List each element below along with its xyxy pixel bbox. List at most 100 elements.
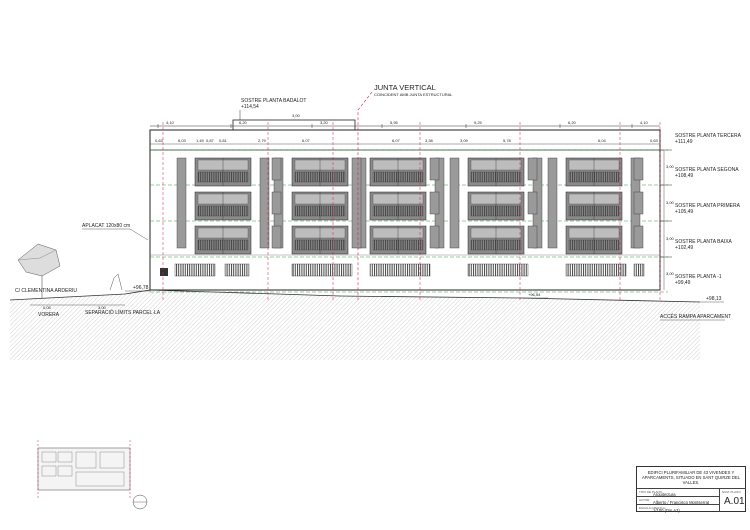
level-0-label: SOSTRE PLANTA BAIXA: [675, 239, 733, 245]
sub-dimension-label: 0,87: [206, 138, 215, 143]
narrow-opening: [633, 157, 644, 181]
sub-dimension-label: 3,09: [460, 138, 469, 143]
vertical-dimension-label: 3,00: [666, 271, 675, 276]
narrow-opening: [527, 191, 538, 215]
vertical-dimension-label: 3,00: [666, 164, 675, 169]
side-panel: [547, 157, 558, 249]
level-0-value: +102,49: [675, 245, 693, 251]
narrow-opening: [271, 225, 282, 249]
plaque-sculpture: [17, 243, 123, 298]
level-2-value: +108,49: [675, 173, 693, 179]
basement-door: [160, 268, 168, 276]
plan-type-value: Arquitectura: [653, 491, 676, 497]
key-plan: [37, 440, 148, 510]
roof-level-value: +114,54: [241, 104, 259, 110]
roof-level-label: SOSTRE PLANTA BADALOT: [241, 98, 306, 104]
narrow-opening: [527, 157, 538, 181]
level-1-value: +105,49: [675, 209, 693, 215]
sub-dimension-label: 6,04: [598, 138, 607, 143]
plan-type-row: TIPO DE PLANO Arquitectura: [637, 488, 719, 497]
narrow-opening: [271, 157, 282, 181]
joint-title: JUNTA VERTICAL: [374, 83, 436, 92]
street-label: C/ CLEMENTINA ARDERIU: [15, 288, 77, 294]
top-dimension-label: 6,20: [239, 120, 248, 125]
sub-dimension-label: 2,79: [258, 138, 267, 143]
top-dimension-label: 5,95: [390, 120, 399, 125]
mid-level: +96,54: [528, 292, 541, 297]
roof-top-dimension: 3,00: [292, 113, 301, 118]
side-panel: [351, 157, 362, 249]
sub-dimension-label: 1,49: [196, 138, 205, 143]
sheet-number-box: NUM. PLANO A.01: [719, 488, 746, 512]
sub-dimension-label: 3,38: [425, 138, 434, 143]
top-dimension-label: 6,20: [568, 120, 577, 125]
level-3-value: +111,49: [675, 139, 693, 145]
level-2-label: SOSTRE PLANTA SEGONA: [675, 167, 739, 173]
narrow-opening: [271, 191, 282, 215]
ramp-label: ACCÉS RAMPA APARCAMENT: [660, 313, 731, 320]
sub-dimension-label: 6,03: [178, 138, 187, 143]
right-vertical-dimensions: 3,00 3,00 3,00 3,00: [663, 150, 675, 290]
boundary-label: SEPARACIÓ LÍMITS PARCEL·LA: [85, 309, 161, 316]
sub-dimension-label: 6,07: [392, 138, 401, 143]
narrow-opening: [633, 225, 644, 249]
basement-grille: [291, 263, 353, 277]
plaque-label: APLACAT 120x80 cm: [82, 223, 130, 229]
author-caption: AUTOR: [639, 497, 650, 502]
sheet-number: A.01: [724, 496, 745, 507]
narrow-opening: [527, 225, 538, 249]
author-row: AUTOR Alberto / Francisco Montserrat: [637, 496, 719, 505]
level-labels: SOSTRE PLANTA TERCERA +111,49 SOSTRE PLA…: [675, 133, 742, 286]
top-dimension-label: 4,10: [640, 120, 649, 125]
narrow-opening: [429, 191, 440, 215]
narrow-opening: [633, 191, 644, 215]
level-3-label: SOSTRE PLANTA TERCERA: [675, 133, 742, 139]
vertical-dimension-label: 3,00: [666, 236, 675, 241]
top-dimensions: 4,10 6,20 3,20 5,95 9,25 6,20 4,10: [157, 120, 649, 128]
level-m1-value: +99,49: [675, 280, 691, 286]
project-title: EDIFICI PLURIFAMILIAR DE 43 VIVENDES Y A…: [641, 470, 741, 485]
top-dimension-label: 4,10: [166, 120, 175, 125]
sub-dimension-label: 5,78: [503, 138, 512, 143]
top-dimension-chain: [150, 125, 660, 145]
joint-subtitle: COINCIDENT AMB JUNTA ESTRUCTURAL: [374, 92, 453, 97]
side-panel: [176, 157, 187, 249]
basement-grille: [174, 263, 216, 277]
ground-dim-2: 3,00: [98, 305, 107, 310]
sub-dimension-label: 0,81: [219, 138, 228, 143]
plan-type-caption: TIPO DE PLANO: [639, 489, 663, 494]
side-panel: [449, 157, 460, 249]
top-dimension-label: 3,20: [320, 120, 329, 125]
basement-grille: [467, 263, 529, 277]
sub-dimension-label: 0,63: [155, 138, 164, 143]
vertical-dimension-label: 3,00: [666, 200, 675, 205]
facade-blocks: [176, 157, 644, 255]
level-m1-label: SOSTRE PLANTA -1: [675, 274, 722, 280]
side-panel: [259, 157, 270, 249]
terrain: [9, 289, 701, 360]
basement-grille: [565, 263, 627, 277]
scale-row: ESCALA GRAFICA 1/100 (Din A3): [637, 504, 719, 513]
title-block: EDIFICI PLURIFAMILIAR DE 43 VIVENDES Y A…: [636, 466, 746, 513]
narrow-opening: [429, 225, 440, 249]
top-dimension-label: 9,25: [474, 120, 483, 125]
sub-dimension-label: 6,07: [302, 138, 311, 143]
street-level: +96,78: [133, 285, 149, 291]
basement-openings: [160, 263, 645, 277]
ground-dim-1: 0,05: [43, 305, 52, 310]
basement-grille: [633, 263, 645, 277]
scale-caption: ESCALA GRAFICA: [639, 505, 665, 510]
sheet-caption: NUM. PLANO: [722, 490, 741, 494]
sidewalk-label: VORERA: [38, 312, 60, 318]
right-level: +98,13: [706, 296, 722, 302]
narrow-opening: [429, 157, 440, 181]
basement-grille: [224, 263, 250, 277]
level-1-label: SOSTRE PLANTA PRIMERA: [675, 203, 741, 209]
author-value: Alberto / Francisco Montserrat: [653, 499, 710, 505]
basement-grille: [369, 263, 431, 277]
scale-value: 1/100 (Din A3): [653, 507, 680, 513]
sub-dimension-label: 0,63: [650, 138, 659, 143]
